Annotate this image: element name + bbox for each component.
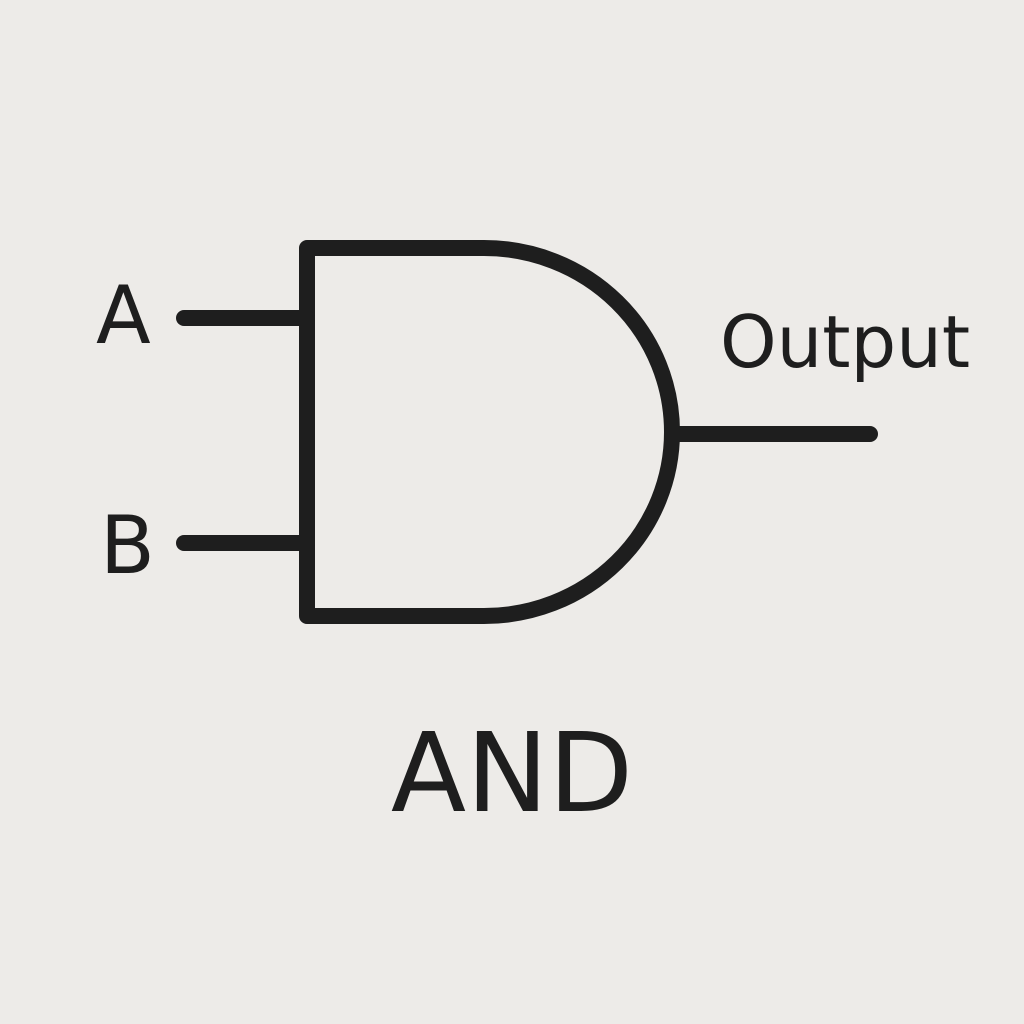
input-label-a: A <box>96 269 151 362</box>
output-label: Output <box>720 300 971 384</box>
input-label-b: B <box>100 499 155 592</box>
gate-type-label: AND <box>390 709 634 837</box>
and-gate-body <box>299 240 680 624</box>
